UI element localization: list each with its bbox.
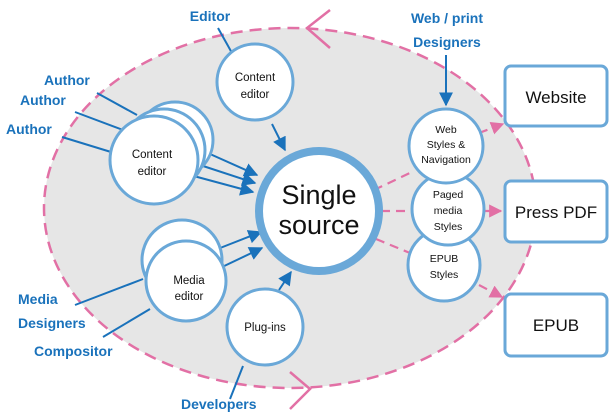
content-editor-label-1: Content xyxy=(235,72,276,84)
plugins-to-source-arrow xyxy=(278,270,292,291)
content-editor-stack-label-2: editor xyxy=(138,166,167,178)
media-editor-label-2: editor xyxy=(175,291,204,303)
paged-styles-label-1: Paged xyxy=(433,189,464,201)
author-2-to-source-arrow xyxy=(199,164,257,186)
actor-author-2: Author xyxy=(20,92,66,108)
actor-media-designers-2: Designers xyxy=(18,315,86,331)
actor-editor: Editor xyxy=(190,8,231,24)
paged-styles-label-3: Styles xyxy=(434,221,463,233)
paged-styles-label-2: media xyxy=(434,205,463,217)
epub-styles-label-2: Styles xyxy=(430,269,459,281)
press-pdf-label: Press PDF xyxy=(515,203,597,222)
media-editor-label-1: Media xyxy=(173,275,205,287)
web-styles-to-website-arrow xyxy=(478,121,505,135)
single-source-label-1: Single xyxy=(281,180,356,210)
media-1-to-source-arrow xyxy=(214,230,263,251)
epub-output[interactable]: EPUB xyxy=(503,292,609,358)
plugins-label: Plug-ins xyxy=(244,322,286,334)
cycle-chevron-bottom-icon xyxy=(289,371,312,410)
web-styles-node[interactable]: Web Styles & Navigation xyxy=(407,107,485,185)
actor-compositor: Compositor xyxy=(34,343,113,359)
media-2-to-source-arrow xyxy=(219,247,264,269)
press-pdf-output[interactable]: Press PDF xyxy=(503,179,609,244)
editor-to-source-arrow xyxy=(271,123,286,152)
epub-styles-to-epub-arrow xyxy=(478,284,504,298)
single-source-label-2: source xyxy=(278,210,359,240)
content-editor-label-2: editor xyxy=(241,89,270,101)
author-2-connector xyxy=(74,111,124,131)
actor-author-3: Author xyxy=(6,121,52,137)
media-editor-stack[interactable]: Media editor xyxy=(140,218,228,323)
author-3-to-source-arrow xyxy=(189,174,255,196)
source-to-epub-styles-line xyxy=(375,237,411,255)
actor-web-print-designers-1: Web / print xyxy=(411,10,483,26)
compositor-connector xyxy=(102,308,151,338)
epub-styles-label-1: EPUB xyxy=(430,253,459,265)
cycle-chevron-top-icon xyxy=(305,9,331,49)
developers-connector xyxy=(229,365,244,400)
author-1-connector xyxy=(96,92,138,116)
media-designers-connector xyxy=(74,278,144,306)
web-styles-label-3: Navigation xyxy=(421,154,471,166)
plugins-node[interactable]: Plug-ins xyxy=(225,287,305,367)
author-3-connector xyxy=(61,136,112,153)
single-source-node[interactable]: Single source xyxy=(255,147,383,275)
web-styles-label-1: Web xyxy=(435,124,457,136)
content-editor-node[interactable]: Content editor xyxy=(215,42,295,122)
editor-connector xyxy=(217,27,233,54)
website-output[interactable]: Website xyxy=(503,64,609,128)
actor-media-designers-1: Media xyxy=(18,291,58,307)
content-editor-stack-label-1: Content xyxy=(132,149,173,161)
actor-web-print-designers-2: Designers xyxy=(413,34,481,50)
epub-styles-node[interactable]: EPUB Styles xyxy=(406,227,482,303)
actor-author-1: Author xyxy=(44,72,90,88)
actor-developers: Developers xyxy=(181,396,257,412)
epub-label: EPUB xyxy=(533,316,579,335)
source-to-web-styles-line xyxy=(373,171,413,191)
content-editor-stack[interactable]: Content editor xyxy=(108,100,215,206)
web-styles-label-2: Styles & xyxy=(427,139,466,151)
author-1-to-source-arrow xyxy=(209,153,259,177)
website-label: Website xyxy=(525,88,586,107)
